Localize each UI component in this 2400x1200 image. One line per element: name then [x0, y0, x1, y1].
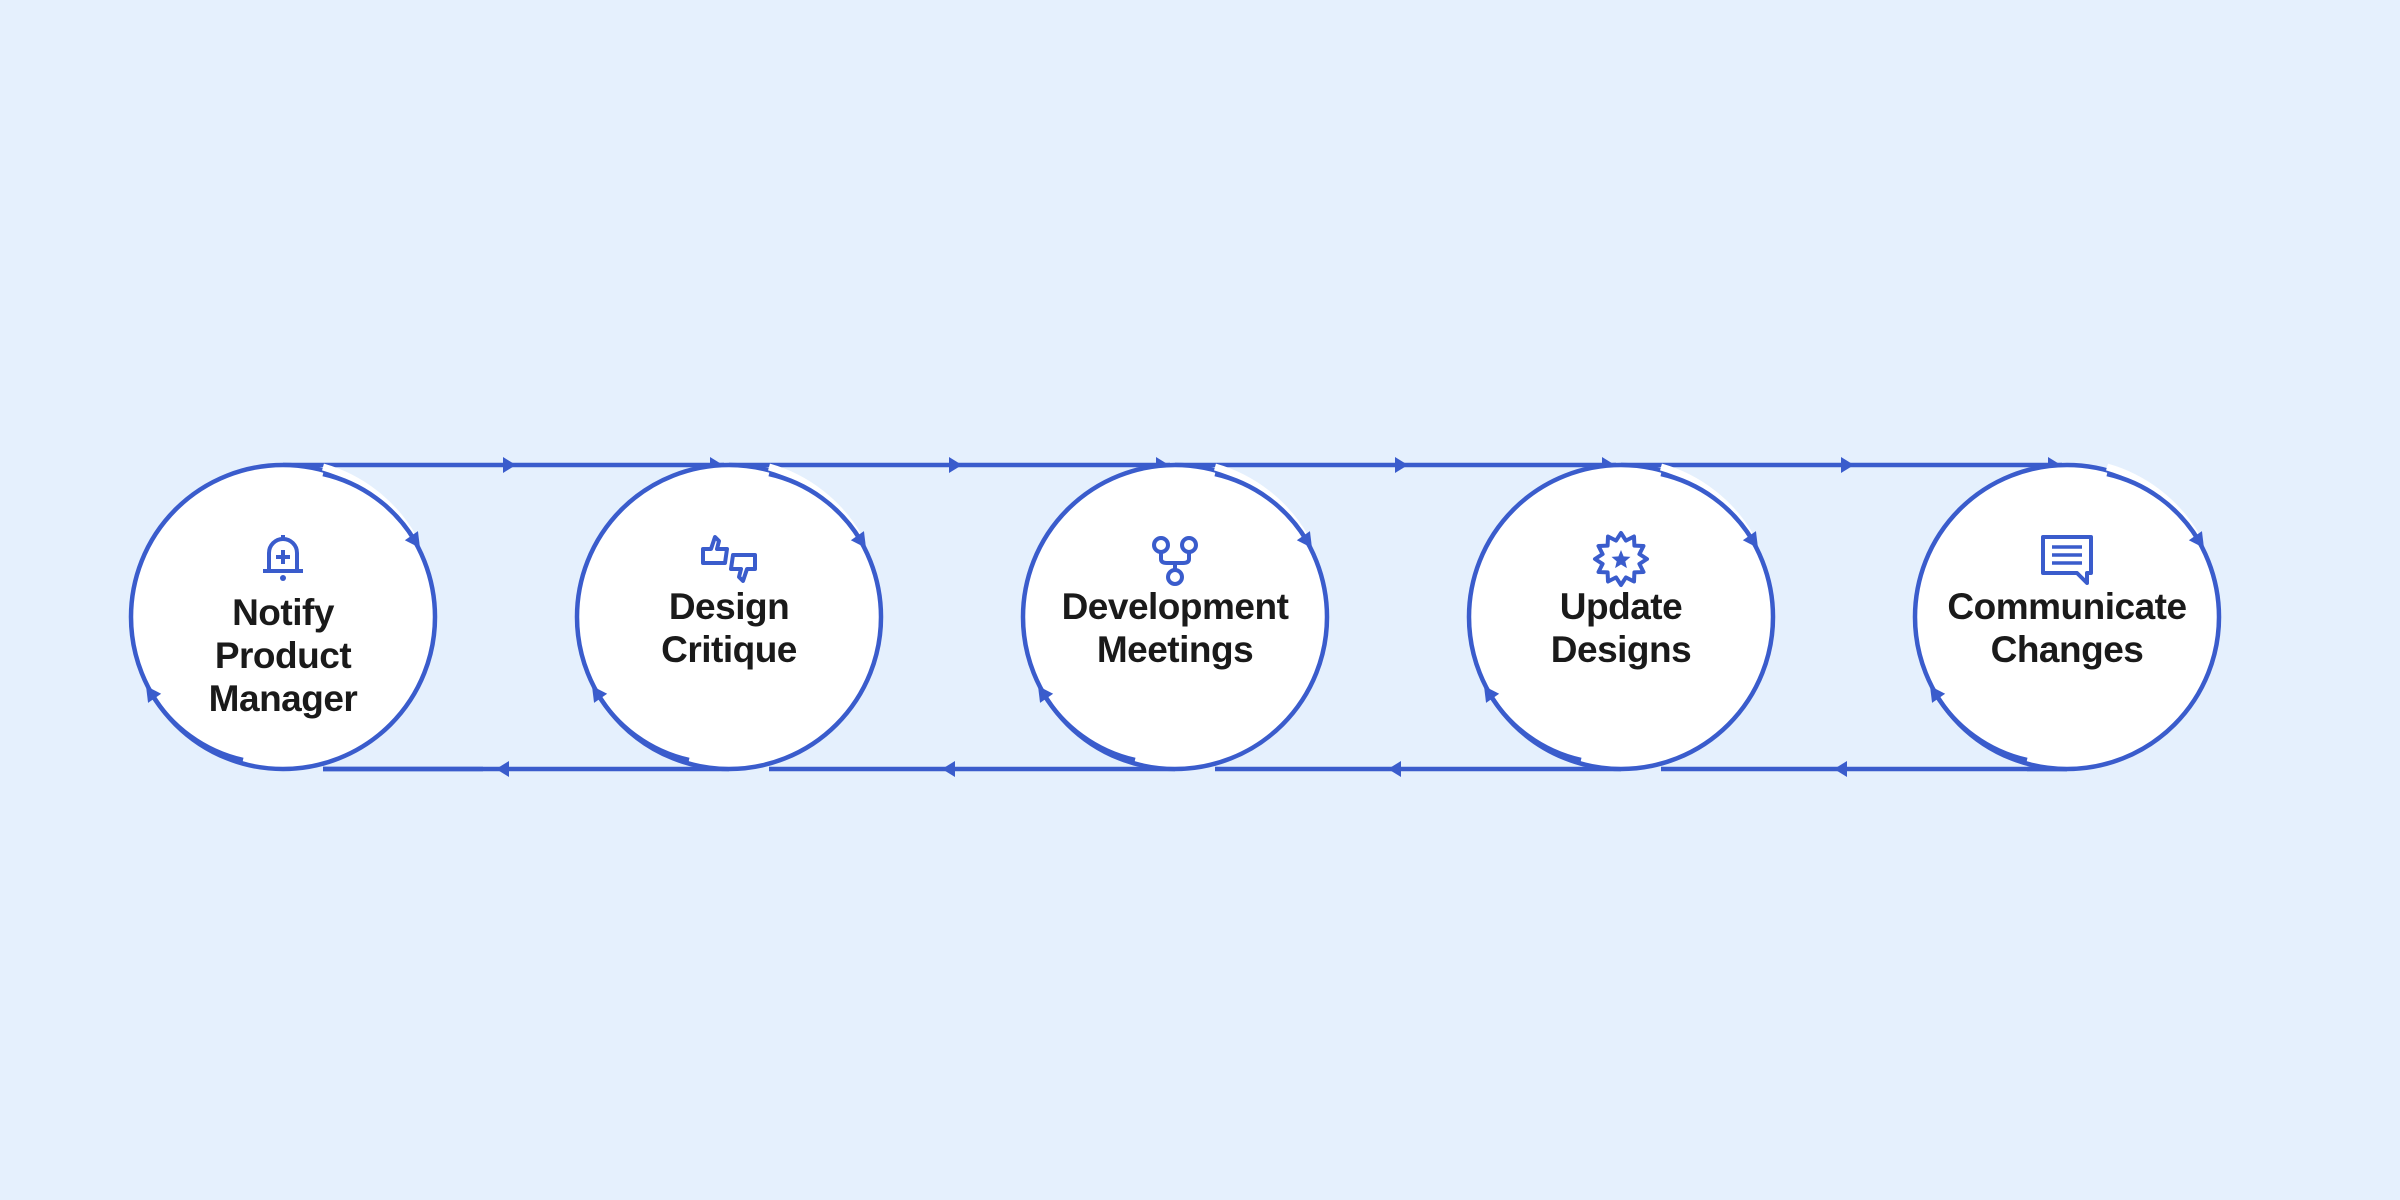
circle-inner-arc	[322, 471, 417, 543]
step-label: Communicate Changes	[1947, 586, 2187, 670]
arrowhead-curve	[1484, 686, 1500, 703]
bell-plus-icon	[263, 535, 303, 581]
step-circle	[1466, 462, 1776, 772]
step-circle	[1912, 462, 2222, 772]
connector-group	[1621, 457, 2067, 777]
arrowhead-curve	[1930, 686, 1946, 703]
circle-inner-arc	[2106, 471, 2201, 543]
arrowhead-left	[496, 761, 509, 777]
star-badge-icon	[1593, 531, 1649, 587]
arrowhead-left	[1388, 761, 1401, 777]
process-step-1	[128, 462, 438, 772]
step-circle	[574, 462, 884, 772]
arrowhead-left	[1834, 761, 1847, 777]
circle-inner-arc	[149, 691, 244, 763]
arrowhead-curve	[592, 686, 608, 703]
process-step-4	[1466, 462, 1776, 772]
step-label: Notify Product Manager	[208, 592, 358, 719]
arrowhead-right	[949, 457, 962, 473]
arrowhead-right	[503, 457, 516, 473]
thumbs-up-down-icon	[701, 535, 757, 583]
arrowhead-right	[1395, 457, 1408, 473]
arrowhead-curve	[2188, 531, 2204, 548]
process-step-2	[574, 462, 884, 772]
connector-group	[729, 457, 1175, 777]
circle-inner-arc	[595, 691, 690, 763]
process-step-3	[1020, 462, 1330, 772]
circle-inner-arc	[1660, 471, 1755, 543]
chat-message-icon	[2041, 535, 2093, 585]
step-circle	[1020, 462, 1330, 772]
process-step-5	[1912, 462, 2222, 772]
circle-inner-arc	[1933, 691, 2028, 763]
step-label: Development Meetings	[1061, 586, 1289, 670]
step-circle	[128, 462, 438, 772]
arrowhead-curve	[146, 686, 162, 703]
arrowhead-curve	[1296, 531, 1312, 548]
arrowhead-curve	[850, 531, 866, 548]
circle-inner-arc	[1041, 691, 1136, 763]
arrowhead-right	[1841, 457, 1854, 473]
arrowhead-curve	[1038, 686, 1054, 703]
arrowhead-left	[942, 761, 955, 777]
circle-inner-arc	[1487, 691, 1582, 763]
git-branch-icon	[1152, 536, 1198, 586]
step-label: Update Designs	[1550, 586, 1692, 670]
arrowhead-curve	[404, 531, 420, 548]
arrowhead-curve	[1742, 531, 1758, 548]
circle-inner-arc	[768, 471, 863, 543]
step-label: Design Critique	[661, 586, 797, 670]
circle-inner-arc	[1214, 471, 1309, 543]
